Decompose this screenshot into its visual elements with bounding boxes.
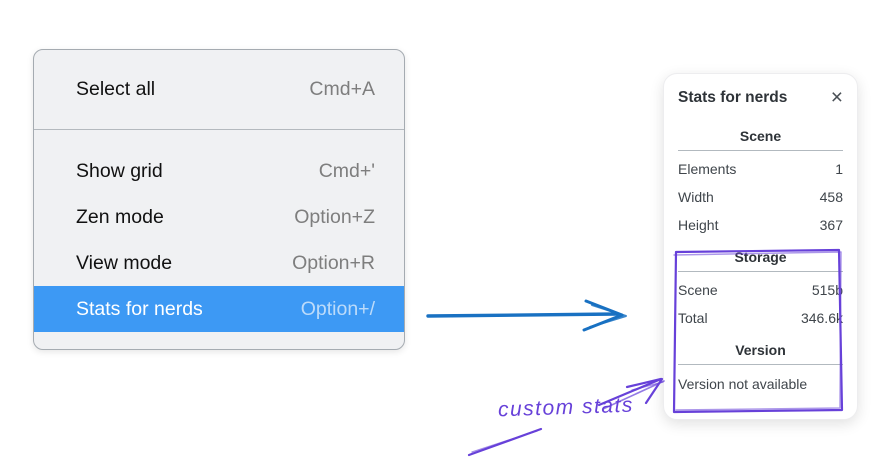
menu-item-stats-for-nerds[interactable]: Stats for nerds Option+/ <box>34 286 404 332</box>
stat-label: Elements <box>678 161 737 177</box>
menu-item-show-grid[interactable]: Show grid Cmd+' <box>34 148 404 194</box>
menu-item-label: Select all <box>76 77 156 100</box>
stat-label: Width <box>678 189 714 205</box>
stat-row-scene-size: Scene 515b <box>678 276 843 304</box>
section-rule <box>678 271 843 272</box>
menu-item-label: Show grid <box>76 159 163 182</box>
context-menu: Select all Cmd+A Show grid Cmd+' Zen mod… <box>33 49 405 350</box>
menu-item-select-all[interactable]: Select all Cmd+A <box>34 66 404 112</box>
menu-item-label: Zen mode <box>76 205 164 228</box>
menu-item-zen-mode[interactable]: Zen mode Option+Z <box>34 194 404 240</box>
stat-value: 346.6k <box>800 310 843 326</box>
scene-heading: Scene <box>739 128 782 144</box>
menu-item-shortcut: Option+R <box>292 251 375 274</box>
stats-panel-title: Stats for nerds <box>678 88 788 106</box>
storage-heading: Storage <box>734 249 787 265</box>
stat-row-elements: Elements 1 <box>678 155 843 183</box>
stat-row-width: Width 458 <box>678 183 843 211</box>
version-heading: Version <box>735 342 786 358</box>
stat-label: Scene <box>678 282 718 298</box>
stat-value: 1 <box>835 161 843 177</box>
stats-panel: Stats for nerds × Scene Elements 1 Width… <box>663 73 858 420</box>
menu-item-shortcut: Cmd+' <box>318 159 375 182</box>
storage-section: Storage Scene 515b Total 346.6k <box>678 239 843 332</box>
blue-arrow-icon <box>426 299 627 332</box>
stat-value: 515b <box>811 282 843 298</box>
scene-section: Scene Elements 1 Width 458 Height 367 <box>678 118 843 239</box>
custom-stats-annotation: custom stats <box>497 393 635 422</box>
menu-item-view-mode[interactable]: View mode Option+R <box>34 240 404 286</box>
version-note: Version not available <box>678 376 808 392</box>
close-icon[interactable]: × <box>830 86 843 109</box>
menu-item-shortcut: Option+/ <box>300 297 375 320</box>
menu-item-shortcut: Cmd+A <box>309 77 375 100</box>
stat-value: 367 <box>819 217 843 233</box>
stats-panel-header: Stats for nerds × <box>678 87 843 108</box>
section-rule <box>678 150 843 151</box>
stat-row-total-size: Total 346.6k <box>678 304 843 332</box>
stat-value: 458 <box>819 189 843 205</box>
menu-divider <box>34 129 404 130</box>
menu-item-label: View mode <box>76 251 173 274</box>
version-section: Version Version not available <box>678 332 843 399</box>
menu-item-shortcut: Option+Z <box>294 205 375 228</box>
menu-item-label: Stats for nerds <box>76 297 203 320</box>
section-rule <box>678 364 843 365</box>
stat-label: Total <box>678 310 708 326</box>
stat-label: Height <box>678 217 719 233</box>
stat-row-height: Height 367 <box>678 211 843 239</box>
